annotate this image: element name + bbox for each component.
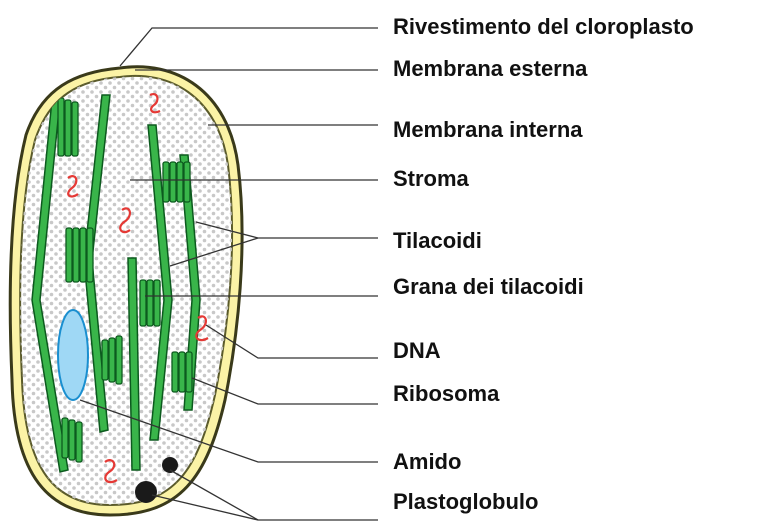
label-starch: Amido bbox=[393, 449, 461, 474]
label-thylakoids: Tilacoidi bbox=[393, 228, 482, 253]
label-inner-membrane: Membrana interna bbox=[393, 117, 583, 142]
label-outer-membrane: Membrana esterna bbox=[393, 56, 588, 81]
label-plastoglobule: Plastoglobulo bbox=[393, 489, 538, 514]
label-ribosome: Ribosoma bbox=[393, 381, 500, 406]
label-coat: Rivestimento del cloroplasto bbox=[393, 14, 694, 39]
plastoglobule-large bbox=[135, 481, 157, 503]
label-grana: Grana dei tilacoidi bbox=[393, 274, 584, 299]
starch-grain bbox=[58, 310, 88, 400]
label-stroma: Stroma bbox=[393, 166, 470, 191]
label-dna: DNA bbox=[393, 338, 441, 363]
